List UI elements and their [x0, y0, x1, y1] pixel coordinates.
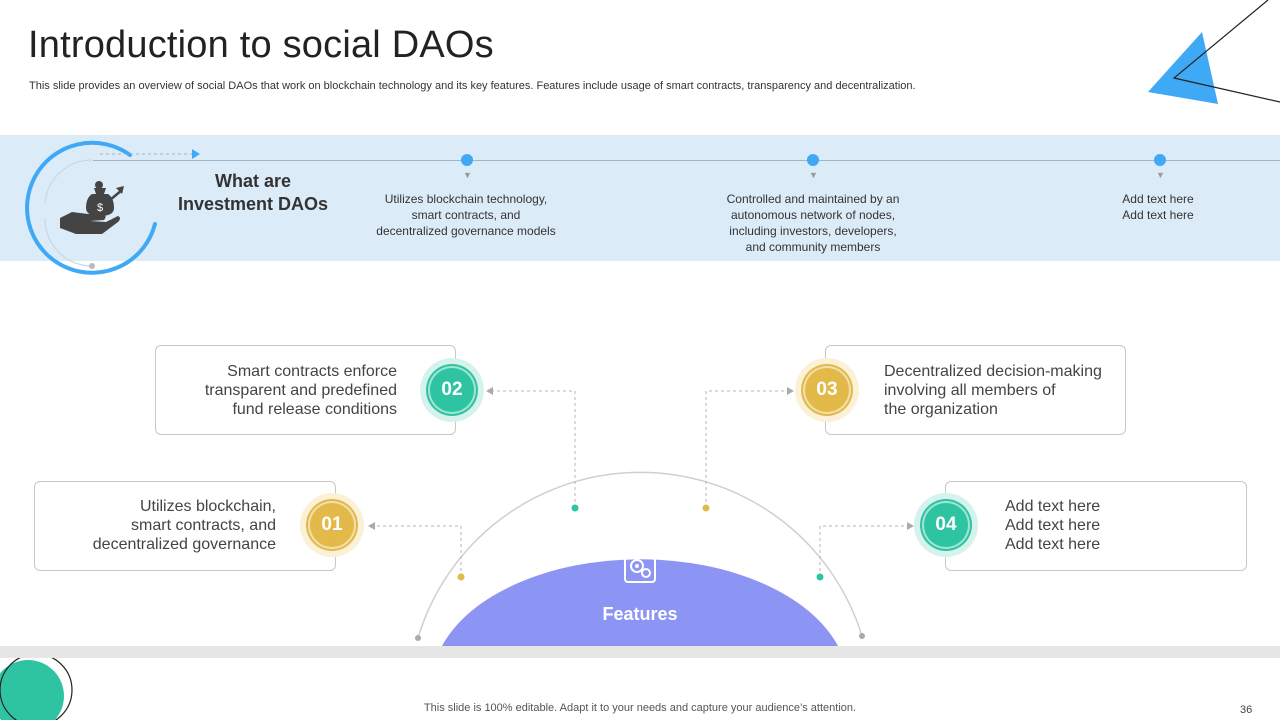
feature-number-badge: 04	[914, 493, 978, 557]
feature-card-03-text: Decentralized decision-making involving …	[884, 363, 1102, 418]
page-subtitle: This slide provides an overview of socia…	[29, 80, 916, 92]
band-ring	[25, 140, 200, 275]
down-arrow-icon: ▼	[463, 170, 472, 180]
stage-dot	[807, 154, 819, 166]
feature-card-02-text: Smart contracts enforce transparent and …	[204, 363, 397, 418]
feature-card-04	[945, 481, 1247, 571]
feature-card-01-text: Utilizes blockchain, smart contracts, an…	[92, 498, 276, 553]
stage-dot	[1154, 154, 1166, 166]
feature-card-04-text: Add text here Add text here Add text her…	[1005, 498, 1101, 553]
band-heading: What are Investment DAOs	[168, 170, 338, 216]
stage-text: Utilizes blockchain technology, smart co…	[376, 192, 556, 238]
band-heading-line1: What are	[214, 171, 292, 191]
feature-card-03	[825, 345, 1126, 435]
down-arrow-icon: ▼	[809, 170, 818, 180]
feature-number: 02	[426, 364, 478, 416]
feature-number-badge: 03	[795, 358, 859, 422]
investment-dao-band	[0, 135, 1280, 261]
clipboard-gears-icon	[624, 543, 656, 583]
timeline-line	[93, 160, 1280, 161]
footer-divider-bar	[0, 646, 1280, 658]
investment-hand-money-bag-icon: $	[60, 181, 124, 234]
page-number: 36	[1240, 704, 1253, 716]
features-label: Features	[602, 604, 678, 624]
feature-card-02	[155, 345, 456, 435]
decor-triangles	[1148, 0, 1280, 104]
feature-number: 03	[801, 364, 853, 416]
feature-number-badge: 02	[420, 358, 484, 422]
feature-card-01	[34, 481, 336, 571]
footer-text: This slide is 100% editable. Adapt it to…	[423, 702, 857, 714]
band-heading-line2: Investment DAOs	[177, 194, 329, 214]
feature-number-badge: 01	[300, 493, 364, 557]
stage-text: Add text here Add text here	[1122, 192, 1194, 222]
stage-text: Controlled and maintained by an autonomo…	[726, 192, 900, 254]
down-arrow-icon: ▼	[1156, 170, 1165, 180]
svg-text:$: $	[97, 202, 103, 214]
feature-number: 04	[920, 499, 972, 551]
page-title: Introduction to social DAOs	[28, 24, 494, 66]
feature-number: 01	[306, 499, 358, 551]
stage-dot	[461, 154, 473, 166]
